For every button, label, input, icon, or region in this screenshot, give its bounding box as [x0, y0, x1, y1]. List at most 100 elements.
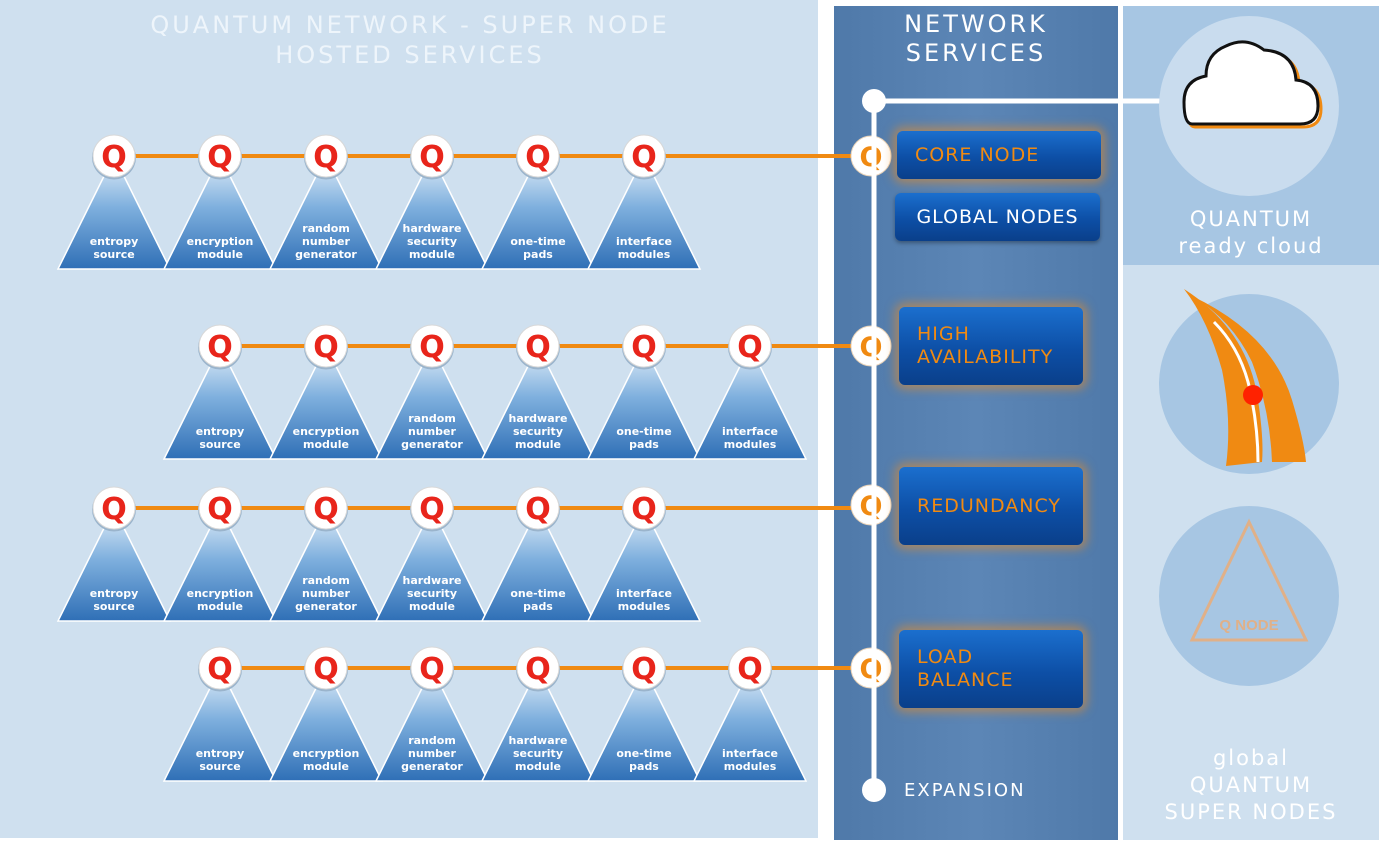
q-node-icon[interactable]: Q [516, 134, 560, 180]
load-balance-label: LOAD BALANCE [917, 646, 1014, 692]
q-node-icon[interactable]: Q [198, 324, 242, 370]
expansion-dot [862, 778, 886, 802]
label-line: interface [616, 587, 672, 600]
label-line: module [197, 600, 243, 613]
q-node-icon[interactable]: Q [92, 486, 136, 532]
label-line: module [515, 438, 561, 451]
label-line: hardware [402, 222, 462, 235]
label-line: source [93, 600, 135, 613]
q-glyph: Q [101, 140, 127, 175]
junction-q-node-icon[interactable]: Q [850, 647, 892, 689]
caption-line: global [1212, 746, 1290, 770]
label-line: pads [629, 438, 659, 451]
high-availability-button[interactable]: HIGH AVAILABILITY [899, 307, 1083, 385]
label-line: module [409, 600, 455, 613]
q-node-icon[interactable]: Q [92, 134, 136, 180]
label-line: entropy [195, 425, 245, 438]
q-node-icon[interactable]: Q [304, 646, 348, 692]
junction-q-node-icon[interactable]: Q [850, 325, 892, 367]
service-triangle [374, 666, 490, 782]
q-node-icon[interactable]: Q [516, 324, 560, 370]
service-triangle [56, 154, 172, 270]
q-node-icon[interactable]: Q [410, 486, 454, 532]
label-line: source [199, 760, 241, 773]
q-glyph: Q [860, 332, 883, 363]
label-line: interface [616, 235, 672, 248]
q-node-icon[interactable]: Q [198, 646, 242, 692]
q-node-triangle-icon [1189, 518, 1309, 642]
label-line: module [197, 248, 243, 261]
q-node-icon[interactable]: Q [622, 134, 666, 180]
network-services-title: NETWORK SERVICES [834, 10, 1118, 68]
label-line: module [303, 760, 349, 773]
q-node-icon[interactable]: Q [728, 646, 772, 692]
q-node-icon[interactable]: Q [410, 324, 454, 370]
service-triangle [56, 506, 172, 622]
q-node-circle [1159, 506, 1339, 686]
label-line: module [409, 248, 455, 261]
q-node-icon[interactable]: Q [516, 646, 560, 692]
service-triangle [374, 154, 490, 270]
high-availability-label: HIGH AVAILABILITY [917, 323, 1053, 369]
q-node-icon[interactable]: Q [622, 486, 666, 532]
label-line: pads [523, 248, 553, 261]
service-triangle [162, 344, 278, 460]
label-line: random [408, 734, 456, 747]
junction-q-node-icon[interactable]: Q [850, 484, 892, 526]
global-nodes-button[interactable]: GLOBAL NODES [895, 193, 1100, 241]
redundancy-label: REDUNDANCY [917, 494, 1062, 517]
q-glyph: Q [525, 652, 551, 687]
q-node-icon[interactable]: Q [304, 134, 348, 180]
service-triangle [586, 666, 702, 782]
redundancy-button[interactable]: REDUNDANCY [899, 467, 1083, 545]
q-glyph: Q [525, 140, 551, 175]
q-node-icon[interactable]: Q [410, 646, 454, 692]
q-node-icon[interactable]: Q [304, 486, 348, 532]
label-line: module [303, 438, 349, 451]
label-line: number [302, 587, 350, 600]
label-line: encryption [292, 747, 360, 760]
load-balance-button[interactable]: LOAD BALANCE [899, 630, 1083, 708]
q-node-icon[interactable]: Q [410, 134, 454, 180]
q-node-icon[interactable]: Q [728, 324, 772, 370]
q-glyph: Q [737, 330, 763, 365]
label-line: LOAD [917, 646, 974, 668]
service-triangle [162, 666, 278, 782]
core-node-button[interactable]: CORE NODE [897, 131, 1101, 179]
q-node-icon[interactable]: Q [304, 324, 348, 370]
label-line: generator [295, 248, 357, 261]
q-glyph: Q [860, 142, 883, 173]
q-node-icon[interactable]: Q [198, 134, 242, 180]
label-line: source [93, 248, 135, 261]
q-node-icon[interactable]: Q [516, 486, 560, 532]
q-node-icon[interactable]: Q [198, 486, 242, 532]
q-node-icon[interactable]: Q [622, 324, 666, 370]
q-glyph: Q [631, 492, 657, 527]
q-glyph: Q [525, 330, 551, 365]
q-node-label: Q NODE [1219, 617, 1278, 634]
q-glyph: Q [737, 652, 763, 687]
title-line: QUANTUM NETWORK - SUPER NODE [150, 11, 670, 39]
expansion-label: EXPANSION [904, 780, 1026, 801]
label-line: interface [722, 747, 778, 760]
junction-q-node-icon[interactable]: Q [850, 135, 892, 177]
label-line: pads [523, 600, 553, 613]
q-glyph: Q [207, 652, 233, 687]
label-line: modules [617, 600, 671, 613]
q-node-icon[interactable]: Q [622, 646, 666, 692]
title-line: NETWORK [904, 10, 1048, 38]
